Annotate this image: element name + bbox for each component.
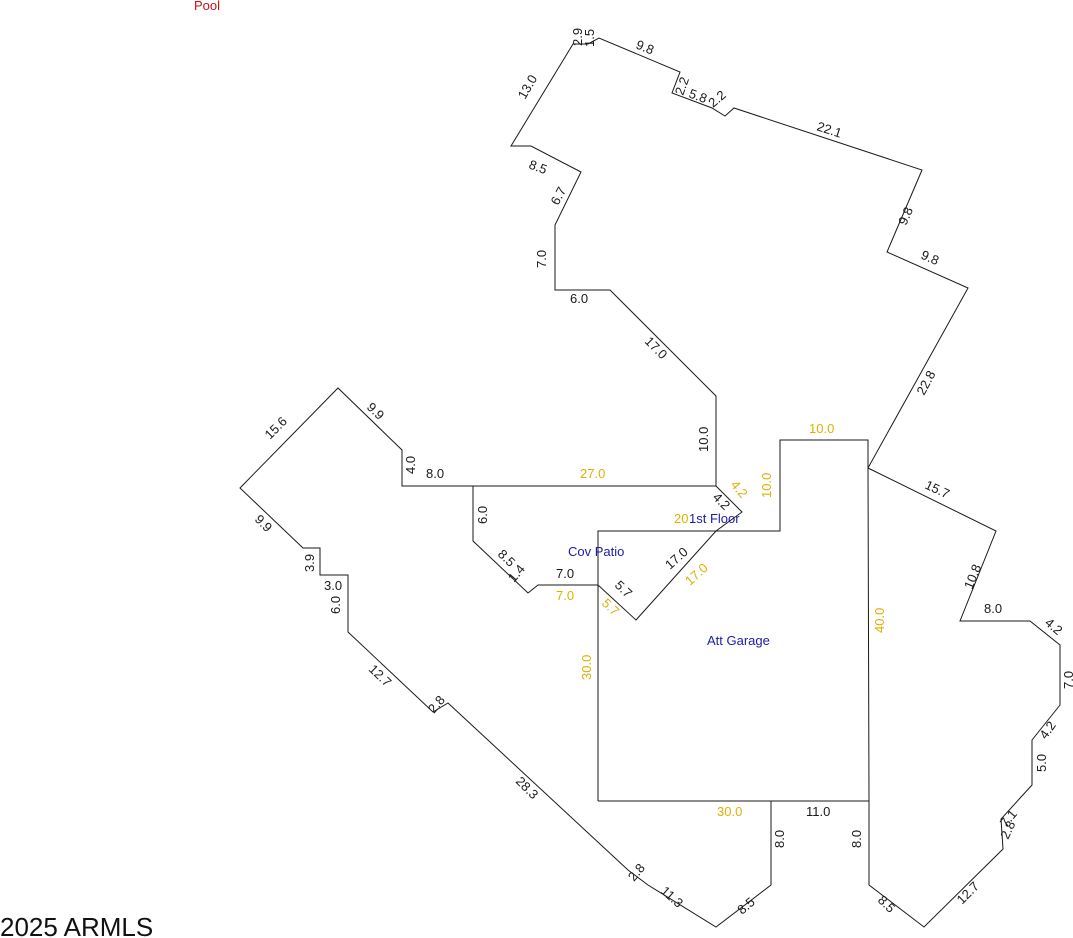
dim-label: 2.8 <box>997 819 1018 842</box>
dim-label: 12.7 <box>366 661 395 689</box>
dim-label: 22.8 <box>913 368 938 397</box>
dim-label: 1.5 <box>582 29 597 47</box>
copyright-watermark: 2025 ARMLS <box>0 912 153 938</box>
dim-label: 5.0 <box>1034 754 1049 772</box>
dim-label: 7.0 <box>556 566 574 581</box>
dim-label-yellow: 27.0 <box>580 466 605 481</box>
dim-label: 15.6 <box>262 414 291 443</box>
garage-right-wall <box>867 467 870 802</box>
dim-label: 6.7 <box>547 184 569 207</box>
dim-label: 6.0 <box>570 291 588 306</box>
dim-label: 8.5 <box>527 157 549 177</box>
dim-label: 22.1 <box>815 119 844 141</box>
dim-label: 8.5 <box>875 892 898 915</box>
dim-label-yellow: 40.0 <box>872 608 887 633</box>
dim-label: 8.0 <box>426 466 444 481</box>
dim-label: 4.0 <box>403 456 418 474</box>
left-wing-outline <box>239 387 772 928</box>
cov-patio-label: Cov Patio <box>568 544 624 559</box>
dim-label: 6.0 <box>475 506 490 524</box>
dim-label: 17.0 <box>642 334 671 363</box>
overlap-dimension-label: 20 <box>674 511 688 526</box>
dim-label: 4.2 <box>1042 615 1065 638</box>
dim-label: 2.2 <box>672 75 692 97</box>
dim-label: 6.0 <box>328 596 343 614</box>
dim-label: 9.8 <box>634 37 656 58</box>
dim-label: 3.9 <box>302 554 317 572</box>
dim-label: 7.0 <box>534 250 549 268</box>
dim-label: 8.0 <box>772 830 787 848</box>
dim-label: 11.0 <box>806 804 830 819</box>
att-garage-label: Att Garage <box>707 633 770 648</box>
dim-label-yellow: 7.0 <box>556 588 574 603</box>
dim-label: 3.0 <box>324 578 342 593</box>
patio-outline <box>472 485 743 621</box>
dim-label: 17.0 <box>662 544 691 572</box>
dim-label: 4.2 <box>710 490 733 513</box>
dim-label: 8.0 <box>849 830 864 848</box>
dim-label-yellow: 30.0 <box>579 655 594 680</box>
dim-label: 10.8 <box>961 562 984 591</box>
garage-dimension-labels: 10.0 27.0 4.2 10.0 17.0 7.0 5.7 30.0 40.… <box>556 421 887 819</box>
dim-label: 2.8 <box>625 860 648 883</box>
dim-label: 12.7 <box>954 879 983 908</box>
plan-outline <box>239 37 1061 928</box>
dim-label: 28.3 <box>513 774 542 803</box>
dim-label-yellow: 5.7 <box>599 595 622 618</box>
first-floor-label: 1st Floor <box>689 511 740 526</box>
dim-label: 9.9 <box>364 399 387 422</box>
dim-label: 4.2 <box>1036 718 1059 741</box>
dim-label-yellow: 4.2 <box>728 477 751 500</box>
dim-label: 2.9 <box>570 28 585 46</box>
dim-label: 10.0 <box>696 427 711 452</box>
dim-label: 15.7 <box>923 477 952 501</box>
dim-label: 13.0 <box>515 72 541 101</box>
dimension-labels: 2.9 1.5 9.8 2.2 5.8 2.2 22.1 13.0 8.5 6.… <box>252 28 1073 917</box>
dim-label: 8.0 <box>984 601 1002 616</box>
dim-label: 5.7 <box>612 577 635 600</box>
dim-label-yellow: 10.0 <box>809 421 834 436</box>
pool-label: Pool <box>194 0 220 13</box>
upper-wing-outline <box>510 37 969 585</box>
dim-label: 9.8 <box>895 205 916 228</box>
dim-label-yellow: 30.0 <box>717 804 742 819</box>
dim-label: 9.8 <box>919 247 942 268</box>
dim-label: 2.8 <box>425 692 448 715</box>
dim-label-yellow: 10.0 <box>759 473 774 498</box>
dim-label: 9.9 <box>252 512 275 535</box>
dim-label: 5.8 <box>687 86 709 106</box>
right-wing-outline <box>867 467 1061 928</box>
dim-label: 7.0 <box>1061 671 1073 689</box>
